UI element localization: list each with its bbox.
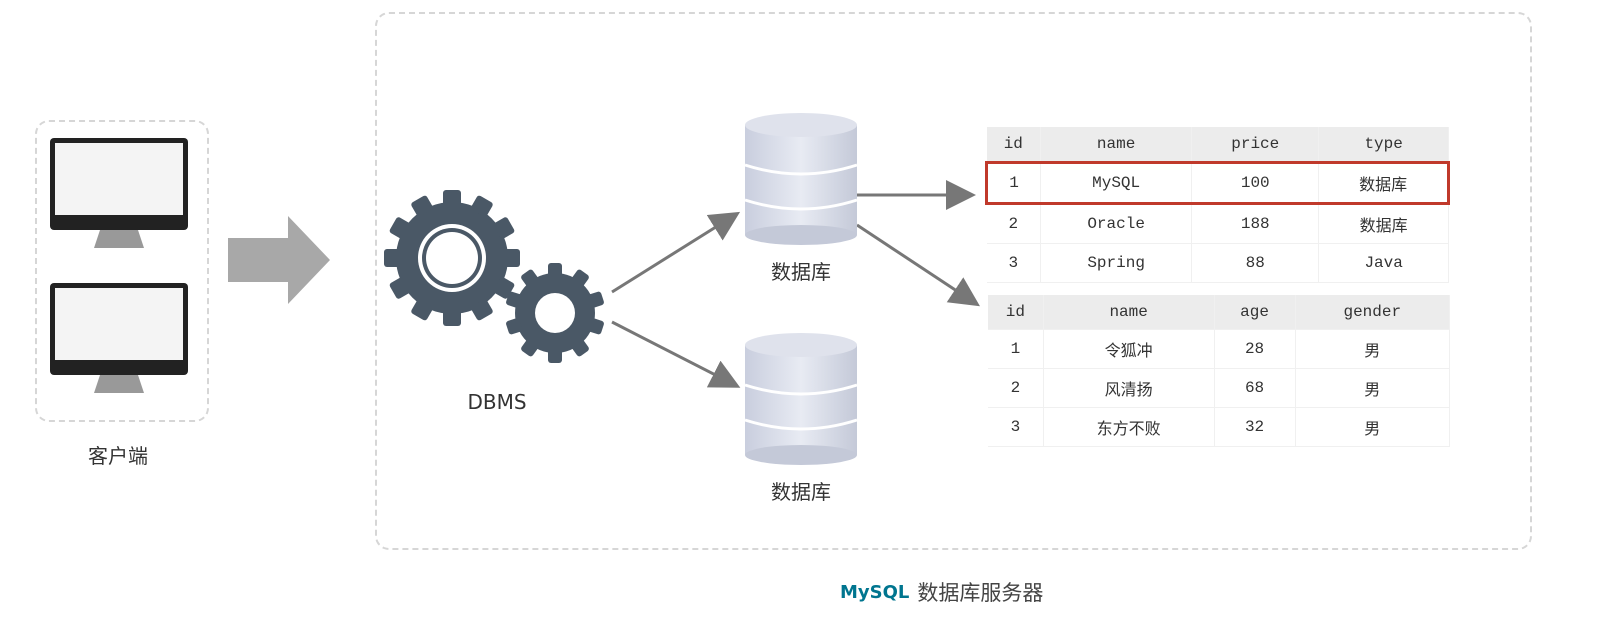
gear-tooth	[493, 217, 515, 239]
table-cell: 188	[1191, 203, 1320, 244]
database-label: 数据库	[771, 480, 831, 504]
table-cell: 2	[986, 203, 1042, 244]
database-icon	[744, 113, 858, 245]
table-cell: 风清扬	[1043, 368, 1215, 408]
gear-tooth	[411, 195, 433, 217]
table-cell: 100	[1191, 161, 1320, 205]
gear-tooth	[587, 318, 604, 335]
column-header: type	[1318, 127, 1449, 163]
gear-tooth	[548, 349, 562, 363]
monitor-icon	[50, 138, 188, 248]
monitor-icon	[50, 283, 188, 393]
server-box	[375, 12, 1532, 550]
gear-tooth	[389, 277, 411, 299]
gear-tooth	[521, 269, 539, 287]
table-cell: 32	[1214, 407, 1296, 447]
database-icon	[744, 333, 858, 465]
gear-tooth	[506, 318, 523, 335]
gear-tooth	[571, 339, 589, 357]
column-header: price	[1191, 127, 1320, 163]
gear-tooth	[471, 299, 493, 321]
gear-tooth	[571, 269, 589, 287]
table-cell: 2	[988, 368, 1044, 408]
table-cell: 男	[1295, 329, 1451, 369]
footer: MySQL 数据库服务器	[840, 577, 1043, 607]
gear-tooth	[389, 217, 411, 239]
client-box	[35, 120, 209, 422]
table-cell: Oracle	[1040, 203, 1193, 244]
gear-icon	[384, 190, 520, 326]
column-header: gender	[1295, 295, 1451, 330]
client-label: 客户端	[88, 444, 148, 468]
gear-tooth	[521, 339, 539, 357]
table-cell: 令狐冲	[1043, 329, 1215, 369]
table-cell: 3	[986, 243, 1042, 283]
table-cell: 数据库	[1318, 203, 1449, 244]
database-label: 数据库	[771, 260, 831, 284]
table-cell: Java	[1318, 243, 1449, 283]
table-cell: MySQL	[1040, 161, 1193, 205]
column-header: id	[988, 295, 1044, 330]
table-cell: 1	[984, 161, 1042, 205]
table-cell: 3	[988, 407, 1044, 447]
table-cell: Spring	[1040, 243, 1193, 283]
table-cell: 88	[1191, 243, 1320, 283]
gear-tooth	[384, 249, 400, 267]
gear-tooth	[411, 299, 433, 321]
footer-label: 数据库服务器	[917, 581, 1044, 605]
gear-icon	[506, 263, 604, 363]
table-cell: 男	[1295, 407, 1451, 447]
gear-tooth	[506, 291, 523, 308]
column-header: name	[1043, 295, 1215, 330]
gear-tooth	[504, 249, 520, 267]
dbms-label: DBMS	[467, 390, 527, 414]
column-header: age	[1214, 295, 1296, 330]
column-header: name	[1040, 127, 1193, 163]
mysql-logo: MySQL	[840, 581, 910, 603]
big-arrow-icon	[228, 216, 330, 304]
table-cell: 东方不败	[1043, 407, 1215, 447]
gear-tooth	[443, 310, 461, 326]
table-cell: 68	[1214, 368, 1296, 408]
table-cell: 男	[1295, 368, 1451, 408]
table-cell: 数据库	[1318, 161, 1450, 205]
gear-tooth	[443, 190, 461, 206]
table-cell: 28	[1214, 329, 1296, 369]
gear-tooth	[548, 263, 562, 277]
table-cell: 1	[988, 329, 1044, 369]
gear-tooth	[471, 195, 493, 217]
column-header: id	[986, 127, 1042, 163]
gear-tooth	[587, 291, 604, 308]
